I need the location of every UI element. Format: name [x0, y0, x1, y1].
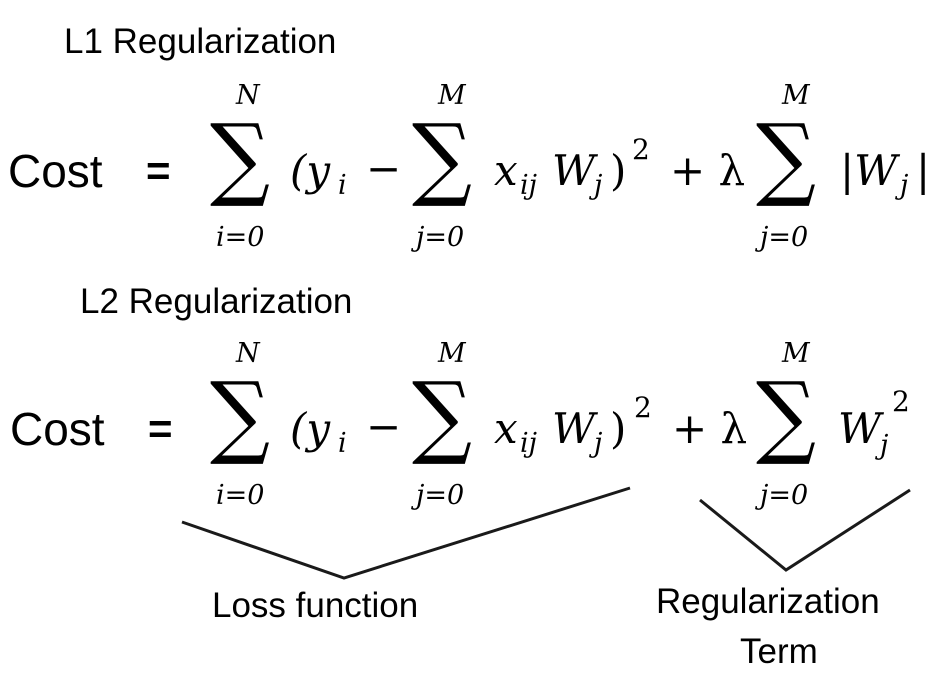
l1-heading: L1 Regularization	[64, 22, 337, 61]
l1-term2-w-subscript: j	[594, 170, 603, 201]
l2-term2-close-paren: )	[610, 404, 627, 453]
l1-sum1-sigma: ∑	[210, 104, 270, 211]
l2-sum3-upper-limit: M	[782, 338, 810, 369]
l1-sum2-upper-limit: M	[438, 80, 466, 111]
l2-term3-subscript: j	[880, 430, 889, 461]
l2-term2-subscript: ij	[520, 428, 538, 459]
l1-sum1-upper-limit: N	[236, 80, 260, 111]
l2-sum3-lower-limit: j=0	[760, 480, 809, 511]
l1-plus-lambda: + λ	[670, 146, 746, 195]
l2-plus-lambda: + λ	[672, 404, 748, 453]
l1-term3-close-bar: |	[916, 146, 931, 195]
l2-power: 2	[634, 391, 652, 424]
l1-sum2-lower-limit: j=0	[416, 222, 465, 253]
l2-sum2-lower-limit: j=0	[416, 480, 465, 511]
regularization-term-label-line2: Term	[740, 632, 818, 671]
l2-term1: (y	[290, 404, 331, 453]
regularization-term-brace	[699, 488, 911, 572]
l2-cost-label: Cost	[10, 403, 105, 455]
l2-term2-x: x	[494, 404, 518, 453]
l2-term2-w: W	[552, 404, 596, 453]
regularization-term-label-line1: Regularization	[656, 582, 880, 621]
l1-term2-close-paren: )	[610, 146, 627, 195]
l1-term3-subscript: j	[900, 170, 909, 201]
l2-term2-w-subscript: j	[594, 428, 603, 459]
l1-term1-subscript: i	[338, 170, 347, 201]
l2-sum2-upper-limit: M	[438, 338, 466, 369]
l2-heading: L2 Regularization	[80, 282, 353, 321]
l2-sum3-sigma: ∑	[756, 362, 816, 469]
l1-term1: (y	[290, 146, 331, 195]
l2-sum1-upper-limit: N	[236, 338, 260, 369]
l2-sum1-sigma: ∑	[210, 362, 270, 469]
l2-sum2-sigma: ∑	[412, 362, 472, 469]
l2-term1-subscript: i	[338, 428, 347, 459]
l1-sum2-sigma: ∑	[412, 104, 472, 211]
l1-sum1-lower-limit: i=0	[216, 222, 265, 253]
loss-function-brace	[181, 486, 631, 580]
l1-term3: |W	[840, 146, 898, 195]
l1-cost-label: Cost	[8, 145, 103, 197]
loss-function-label: Loss function	[212, 586, 419, 625]
l2-minus-sign: −	[366, 402, 402, 451]
l1-sum3-lower-limit: j=0	[760, 222, 809, 253]
l2-term3-w: W	[838, 404, 882, 453]
l1-sum3-sigma: ∑	[756, 104, 816, 211]
l1-sum3-upper-limit: M	[782, 80, 810, 111]
l2-sum1-lower-limit: i=0	[216, 480, 265, 511]
l1-equals-sign: =	[146, 147, 171, 194]
l1-term2-subscript: ij	[520, 170, 538, 201]
l1-term2-w: W	[552, 146, 596, 195]
l1-power: 2	[632, 133, 650, 166]
l1-term2-x: x	[494, 146, 518, 195]
l2-term3-power: 2	[892, 385, 910, 418]
l1-minus-sign: −	[366, 144, 402, 193]
l2-equals-sign: =	[148, 405, 173, 452]
